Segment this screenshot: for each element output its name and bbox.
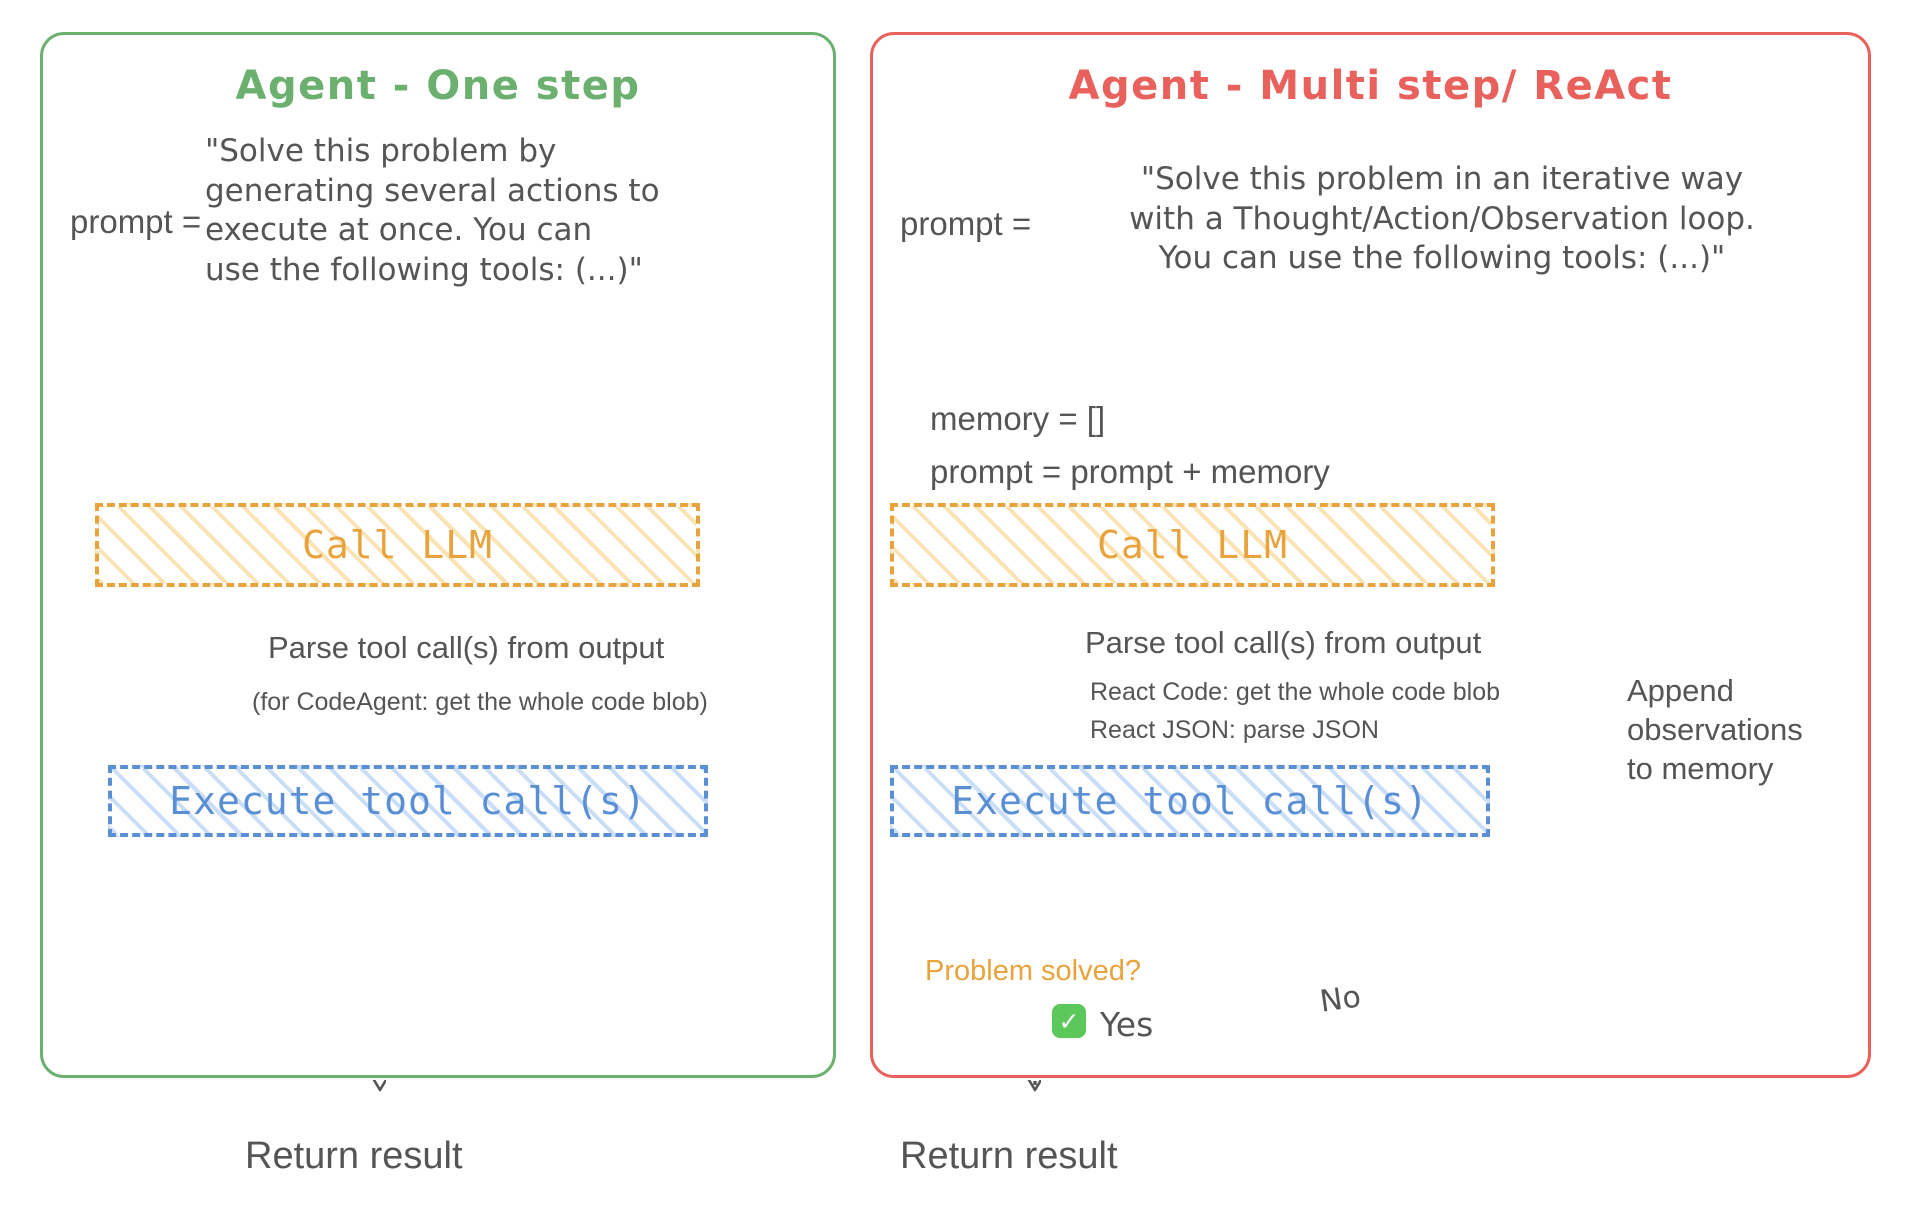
one-step-prompt-line-4: use the following tools: (...)" xyxy=(205,252,643,289)
multi-step-decision-label: Problem solved? xyxy=(925,955,1141,987)
multi-step-prompt-label: prompt = xyxy=(900,205,1032,242)
append-note-line-2: observations xyxy=(1627,711,1803,747)
one-step-parse-note-sub: (for CodeAgent: get the whole code blob) xyxy=(252,688,708,716)
multi-step-prompt-text: "Solve this problem in an iterative way … xyxy=(1062,160,1822,279)
multi-step-execute-box[interactable]: Execute tool call(s) xyxy=(890,765,1490,837)
multi-step-memory-init: memory = [] xyxy=(930,400,1106,437)
multi-step-title: Agent - Multi step/ ReAct xyxy=(1068,63,1673,109)
one-step-prompt-line-3: execute at once. You can xyxy=(205,212,593,249)
multi-step-prompt-line-3: You can use the following tools: (...)" xyxy=(1158,240,1726,277)
multi-step-return-result: Return result xyxy=(900,1135,1118,1177)
append-note-line-3: to memory xyxy=(1627,750,1774,786)
multi-step-parse-note: Parse tool call(s) from output xyxy=(1085,625,1482,660)
one-step-parse-note: Parse tool call(s) from output xyxy=(268,630,665,665)
multi-step-call-llm-box[interactable]: Call LLM xyxy=(890,503,1495,587)
multi-step-no-label: No xyxy=(1317,979,1364,1020)
one-step-prompt-text: "Solve this problem by generating severa… xyxy=(205,132,745,291)
one-step-title: Agent - One step xyxy=(235,63,641,109)
one-step-call-llm-box[interactable]: Call LLM xyxy=(95,503,700,587)
append-note-line-1: Append xyxy=(1627,673,1734,708)
one-step-prompt-label: prompt = xyxy=(70,203,202,240)
multi-step-yes-label: Yes xyxy=(1100,1005,1154,1044)
multi-step-append-note: Append observations to memory xyxy=(1627,672,1867,788)
one-step-prompt-line-1: "Solve this problem by xyxy=(205,133,557,169)
multi-step-parse-note-react-code: React Code: get the whole code blob xyxy=(1090,678,1500,706)
multi-step-prompt-line-1: "Solve this problem in an iterative way xyxy=(1140,161,1744,197)
one-step-return-result: Return result xyxy=(245,1135,463,1177)
one-step-prompt-line-2: generating several actions to xyxy=(205,172,660,209)
multi-step-execute-label: Execute tool call(s) xyxy=(951,779,1429,823)
one-step-execute-box[interactable]: Execute tool call(s) xyxy=(108,765,708,837)
check-mark-icon: ✓ xyxy=(1052,1004,1086,1038)
multi-step-prompt-line-2: with a Thought/Action/Observation loop. xyxy=(1129,200,1755,237)
one-step-call-llm-label: Call LLM xyxy=(301,523,494,567)
multi-step-parse-note-react-json: React JSON: parse JSON xyxy=(1090,716,1379,744)
one-step-execute-label: Execute tool call(s) xyxy=(169,779,647,823)
multi-step-call-llm-label: Call LLM xyxy=(1096,523,1289,567)
multi-step-prompt-update: prompt = prompt + memory xyxy=(930,453,1330,490)
